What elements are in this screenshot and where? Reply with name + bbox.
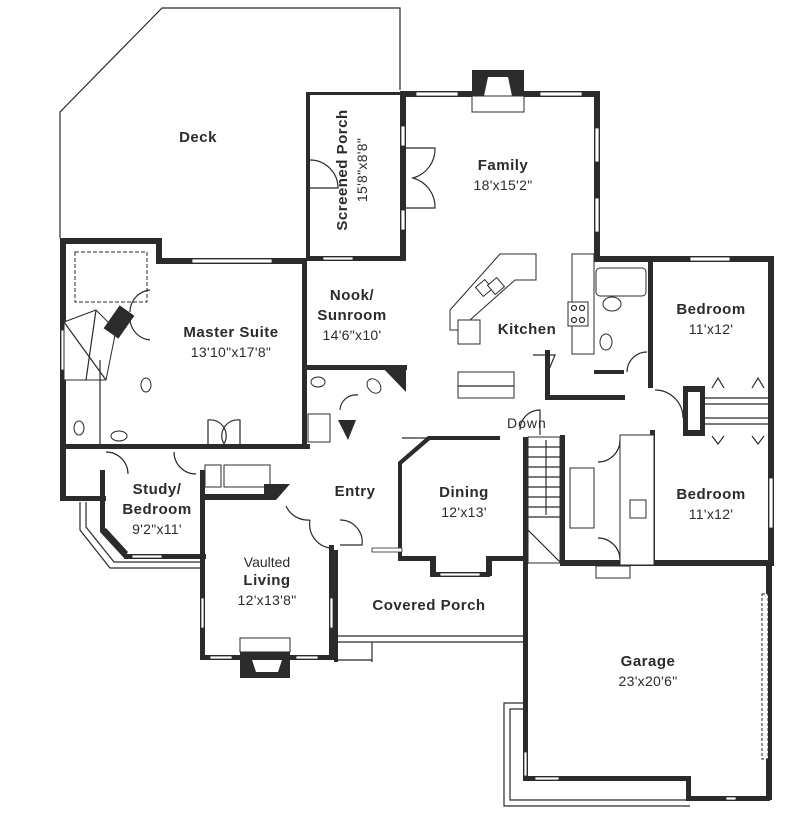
room-master-suite: Master Suite 13'10"x17'8" — [183, 323, 278, 361]
study-walls — [60, 444, 290, 660]
room-prefix: Vaulted — [243, 554, 291, 570]
room-name: Bedroom — [676, 301, 746, 318]
room-covered-porch: Covered Porch — [372, 596, 485, 616]
room-vaulted-living: Vaulted Living 12'x13'8" — [238, 553, 297, 609]
room-dimensions: 14'6"x10' — [322, 327, 382, 343]
room-name: Covered Porch — [372, 597, 486, 614]
living-walls — [200, 505, 363, 678]
room-dimensions: 12'x13'8" — [237, 592, 297, 608]
room-name-line2: Sunroom — [317, 307, 387, 324]
room-dimensions: 18'x15'2" — [473, 177, 533, 193]
room-dimensions: 9'2"x11' — [132, 521, 182, 537]
room-dimensions: 11'x12' — [688, 506, 734, 522]
room-name: Master Suite — [183, 324, 279, 341]
room-dimensions: 23'x20'6" — [618, 673, 678, 689]
room-name-line1: Study/ — [132, 481, 182, 498]
bedroom-wing-walls — [560, 256, 774, 566]
room-name: Garage — [620, 653, 676, 670]
room-dimensions: 15'8"x8'8" — [354, 137, 370, 203]
room-name: Kitchen — [497, 321, 557, 338]
room-bedroom-lower: Bedroom 11'x12' — [676, 485, 745, 523]
room-name: Family — [477, 157, 529, 174]
room-family: Family 18'x15'2" — [474, 156, 533, 194]
room-name-line1: Nook/ — [329, 287, 375, 304]
room-dining: Dining 12'x13' — [439, 483, 489, 521]
screened-porch-walls — [306, 92, 406, 261]
garage-walls — [503, 560, 772, 807]
deck-outline — [59, 7, 401, 238]
nook-bath — [307, 365, 407, 443]
room-name: Dining — [439, 484, 489, 501]
room-name: Screened Porch — [334, 109, 351, 231]
room-study-bedroom: Study/ Bedroom 9'2"x11' — [122, 480, 191, 538]
room-entry: Entry — [335, 482, 376, 502]
dining-walls — [371, 436, 526, 577]
room-name: Bedroom — [676, 486, 746, 503]
room-name: Entry — [334, 483, 376, 500]
room-screened-porch: Screened Porch 15'8"x8'8" — [333, 109, 371, 230]
stair-down-label: Down — [507, 415, 547, 431]
stairs — [519, 409, 561, 567]
room-name: Living — [243, 572, 291, 589]
room-kitchen: Kitchen — [498, 320, 557, 340]
hall-closets — [560, 434, 655, 579]
room-bedroom-upper: Bedroom 11'x12' — [676, 300, 745, 338]
room-dimensions: 11'x12' — [688, 321, 734, 337]
room-dimensions: 12'x13' — [441, 504, 487, 520]
room-name: Deck — [179, 129, 217, 146]
room-garage: Garage 23'x20'6" — [619, 652, 678, 690]
room-name-line2: Bedroom — [122, 501, 192, 518]
master-suite-walls — [60, 238, 310, 500]
room-dimensions: 13'10"x17'8" — [190, 344, 272, 360]
room-nook-sunroom: Nook/ Sunroom 14'6"x10' — [317, 286, 386, 344]
kitchen-fixtures — [449, 253, 625, 400]
family-walls — [400, 70, 600, 261]
room-deck: Deck — [179, 128, 217, 148]
covered-porch-outline — [334, 550, 524, 662]
